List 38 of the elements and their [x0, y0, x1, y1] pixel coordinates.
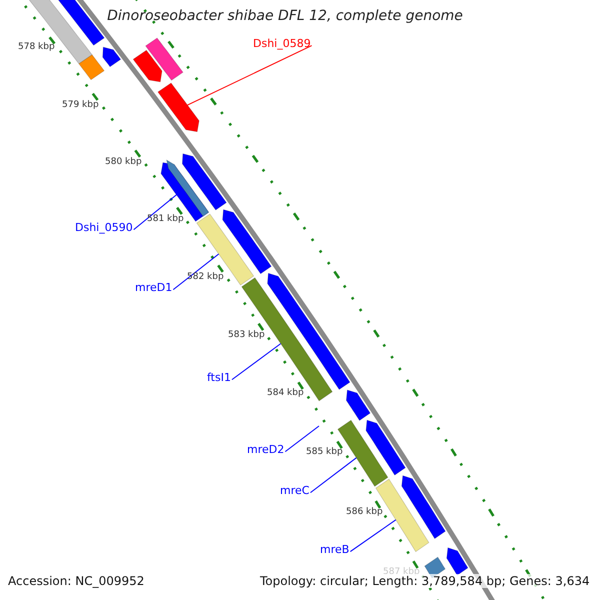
scale-label: 582 kbp — [187, 272, 224, 283]
scale-label: 578 kbp — [18, 42, 55, 53]
scale-label: 586 kbp — [346, 507, 383, 518]
gene-bar — [78, 54, 105, 80]
scale-label: 580 kbp — [105, 157, 142, 168]
gene-bar — [222, 209, 272, 274]
gene-label: Dshi_0589 — [253, 37, 311, 50]
gene-label: Dshi_0590 — [75, 221, 133, 234]
topology-text: Topology: circular; Length: 3,789,584 bp; Genes: 3,634 — [260, 574, 590, 588]
leader-line — [350, 519, 396, 552]
gene-label: mreB — [320, 543, 350, 556]
leader-line — [172, 254, 220, 290]
leader-line — [186, 45, 312, 106]
gene-bar — [401, 475, 446, 540]
scale-label: 583 kbp — [228, 330, 265, 341]
gene-bar — [182, 153, 227, 210]
leader-line — [284, 426, 320, 452]
gene-bar — [346, 390, 371, 421]
gene-label: mreD1 — [135, 281, 172, 294]
scale-label: 584 kbp — [267, 388, 304, 399]
gene-label: mreD2 — [247, 443, 284, 456]
gene-bar — [157, 82, 200, 132]
scale-label: 581 kbp — [147, 214, 184, 225]
gene-bar — [366, 420, 406, 476]
gene-bar — [102, 46, 122, 68]
leader-line — [133, 188, 184, 230]
accession-text: Accession: NC_009952 — [8, 574, 144, 588]
leader-line — [231, 343, 282, 380]
scale-label: 579 kbp — [62, 100, 99, 111]
gene-bar — [145, 38, 184, 81]
gene-bar — [132, 50, 162, 82]
gene-label: ftsI1 — [207, 371, 231, 384]
gene-label: mreC — [280, 484, 310, 498]
map-title: Dinoroseobacter shibae DFL 12, complete genome — [106, 8, 464, 25]
gene-bar — [267, 272, 350, 390]
leader-line — [310, 457, 357, 494]
gene-bar — [446, 547, 468, 576]
scale-label: 585 kbp — [306, 447, 343, 458]
